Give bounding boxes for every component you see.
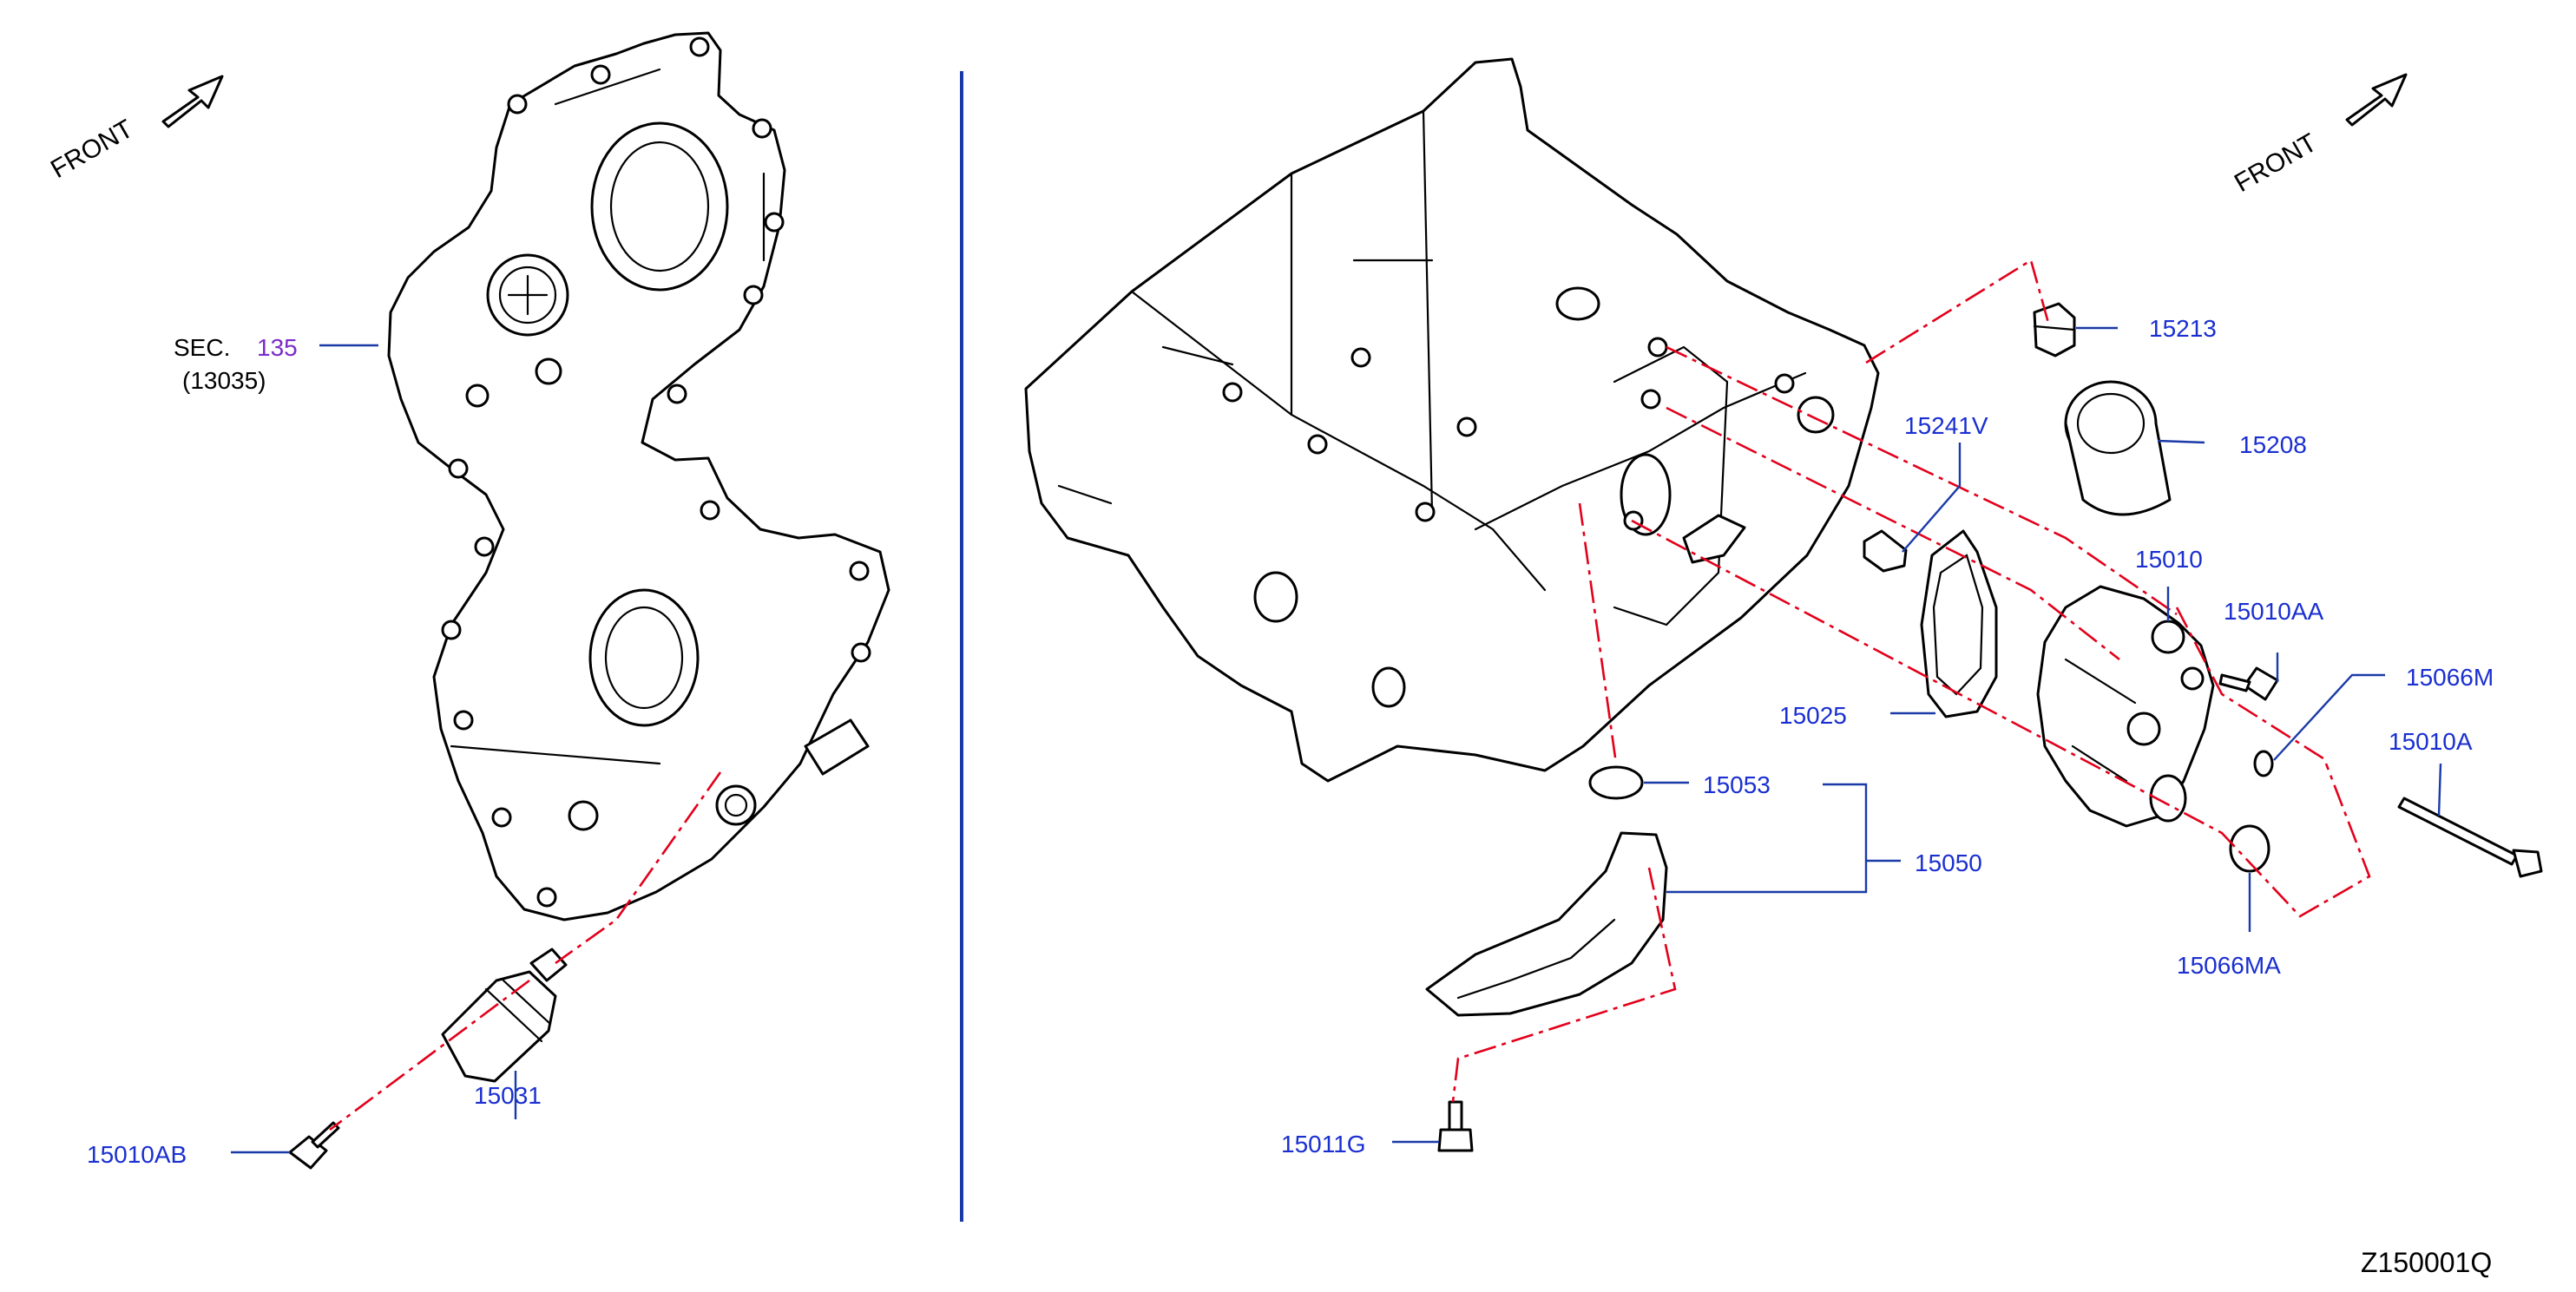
sec-sub: (13035): [182, 367, 266, 394]
oil-control-solenoid: [441, 948, 568, 1083]
oil-strainer-15050: [1425, 831, 1668, 1017]
callout-15053[interactable]: 15053: [1703, 771, 1771, 798]
oil-filter-cap-15213: [2033, 302, 2076, 357]
callout-15066m[interactable]: 15066M: [2406, 664, 2494, 691]
front-label-right: FRONT: [2230, 128, 2322, 198]
callout-15213[interactable]: 15213: [2149, 315, 2217, 342]
callout-15011g[interactable]: 15011G: [1281, 1131, 1366, 1158]
sec-prefix: SEC.: [174, 334, 230, 361]
bolt-15011g: [1437, 1100, 1474, 1152]
leader-lines: [231, 326, 2442, 1154]
oil-filter-bypass-15241v: [1863, 529, 1908, 573]
o-ring-15066m: [2253, 750, 2274, 777]
front-arrow-left: FRONT: [46, 75, 224, 184]
callout-15031[interactable]: 15031: [474, 1082, 542, 1109]
oil-pump-15010: [2036, 585, 2215, 828]
callout-15010[interactable]: 15010: [2135, 546, 2203, 573]
callout-15050[interactable]: 15050: [1915, 849, 1982, 876]
bolt-15010a: [2397, 797, 2543, 878]
timing-chain-cover: [387, 31, 890, 921]
front-label-left: FRONT: [46, 115, 138, 184]
callout-15025[interactable]: 15025: [1779, 702, 1847, 729]
oil-filter-element-15208: [2064, 380, 2172, 516]
o-ring-15053: [1588, 765, 1644, 800]
callouts: SEC. 135 (13035) 15031 15010AB 15213 152…: [87, 315, 2494, 1278]
o-ring-15066ma: [2229, 824, 2270, 873]
callout-15010ab[interactable]: 15010AB: [87, 1141, 187, 1168]
assembly-lines: [329, 258, 2371, 1131]
front-arrow-right: FRONT: [2230, 73, 2408, 198]
cylinder-block: [1024, 57, 1880, 783]
callout-15208[interactable]: 15208: [2239, 431, 2307, 458]
diagram-code: Z150001Q: [2361, 1247, 2492, 1278]
bolt-15010aa: [2218, 666, 2279, 701]
gasket-15025: [1920, 529, 1998, 718]
sec-number[interactable]: 135: [257, 334, 298, 361]
callout-15010a[interactable]: 15010A: [2389, 728, 2473, 755]
callout-15241v[interactable]: 15241V: [1904, 412, 1988, 439]
callout-15066ma[interactable]: 15066MA: [2177, 952, 2281, 979]
callout-15010aa[interactable]: 15010AA: [2224, 598, 2324, 625]
